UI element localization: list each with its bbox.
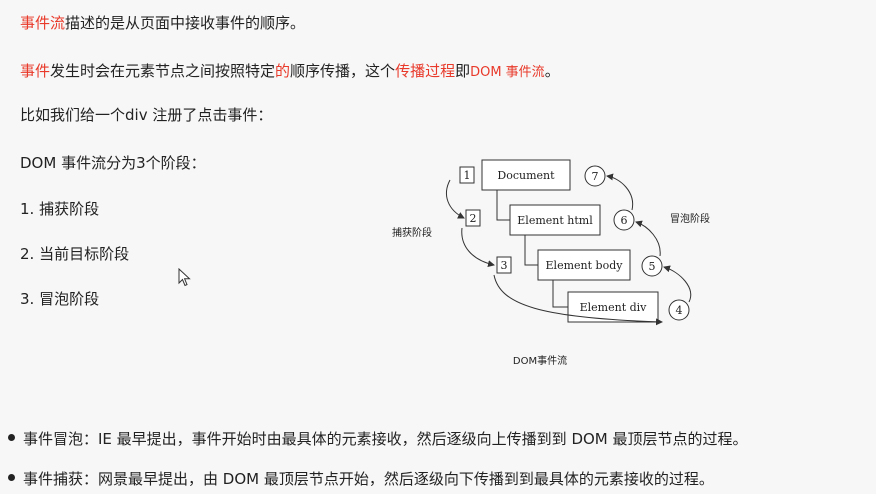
connector-document-html — [496, 190, 510, 221]
capture-phase-label: 捕获阶段 — [392, 226, 432, 239]
intro-text: 描述的是从页面中接收事件的顺序。 — [65, 14, 306, 32]
definition-text-1: 发生时会在元素节点之间按照特定 — [50, 62, 276, 80]
bullet-dot-icon — [8, 474, 15, 481]
bullet-event-capturing: 事件捕获：网景最早提出，由 DOM 最顶层节点开始，然后逐级向下传播到到最具体的… — [8, 468, 714, 489]
box-element-div-label: Element div — [580, 301, 648, 314]
capture-arrow-1 — [446, 179, 465, 219]
bubble-step-6: 6 — [621, 214, 628, 227]
bullet-event-capturing-text: 事件捕获：网景最早提出，由 DOM 最顶层节点开始，然后逐级向下传播到到最具体的… — [23, 470, 714, 488]
bubble-step-4: 4 — [676, 304, 683, 317]
connector-body-div — [552, 280, 568, 308]
box-element-html-label: Element html — [517, 214, 593, 227]
bubble-phase-label: 冒泡阶段 — [670, 212, 710, 225]
definition-line: 事件发生时会在元素节点之间按照特定的顺序传播，这个传播过程即DOM 事件流。 — [20, 60, 560, 81]
dom-event-flow-diagram: Document Element html Element body Eleme… — [392, 159, 710, 367]
definition-highlight-de: 的 — [275, 62, 291, 80]
capture-arrow-2 — [461, 227, 495, 268]
bubble-step-5: 5 — [649, 260, 656, 273]
phase-item-bubble: 3. 冒泡阶段 — [20, 290, 100, 308]
phase-item-capture: 1. 捕获阶段 — [20, 200, 100, 218]
bullet-event-bubbling: 事件冒泡：IE 最早提出，事件开始时由最具体的元素接收，然后逐级向上传播到到 D… — [8, 428, 748, 449]
bubble-arrow-1 — [663, 265, 692, 303]
bullet-dot-icon — [8, 434, 15, 441]
intro-line: 事件流描述的是从页面中接收事件的顺序。 — [20, 12, 305, 33]
bubble-step-7-circle — [584, 165, 606, 187]
bubble-step-6-circle — [613, 209, 635, 231]
bubble-step-5-circle — [641, 255, 663, 277]
capture-step-2-box — [465, 209, 481, 227]
box-document-label: Document — [497, 169, 555, 182]
bubble-step-7: 7 — [592, 170, 599, 183]
example-line: 比如我们给一个div 注册了点击事件： — [20, 106, 273, 124]
definition-text-3: 即 — [455, 62, 471, 80]
dom-event-flow-term: DOM 事件流 — [470, 65, 545, 80]
event-term: 事件 — [20, 62, 51, 80]
definition-text-2: 顺序传播，这个 — [290, 62, 396, 80]
phase-item-target: 2. 当前目标阶段 — [20, 245, 130, 263]
mouse-cursor-icon — [178, 268, 191, 287]
box-element-body — [537, 249, 631, 281]
bubble-arrow-2 — [635, 220, 661, 257]
event-flow-term: 事件流 — [20, 14, 66, 32]
bubble-arrow-3 — [606, 173, 634, 211]
box-element-html — [509, 204, 601, 236]
bullet-event-bubbling-text: 事件冒泡：IE 最早提出，事件开始时由最具体的元素接收，然后逐级向上传播到到 D… — [23, 430, 748, 448]
capture-arrow-3 — [493, 274, 663, 326]
diagram-caption: DOM事件流 — [513, 354, 567, 367]
capture-step-1: 1 — [464, 169, 471, 182]
bubble-step-4-circle — [668, 299, 690, 321]
capture-step-3-box — [496, 256, 512, 274]
capture-step-2: 2 — [470, 212, 477, 225]
capture-step-3: 3 — [501, 259, 508, 272]
box-document — [481, 159, 571, 191]
phases-heading: DOM 事件流分为3个阶段： — [20, 154, 206, 172]
connector-html-body — [524, 235, 538, 266]
capture-step-1-box — [459, 166, 475, 184]
box-element-body-label: Element body — [546, 259, 624, 272]
propagation-term: 传播过程 — [395, 62, 456, 80]
definition-end: 。 — [544, 62, 560, 80]
